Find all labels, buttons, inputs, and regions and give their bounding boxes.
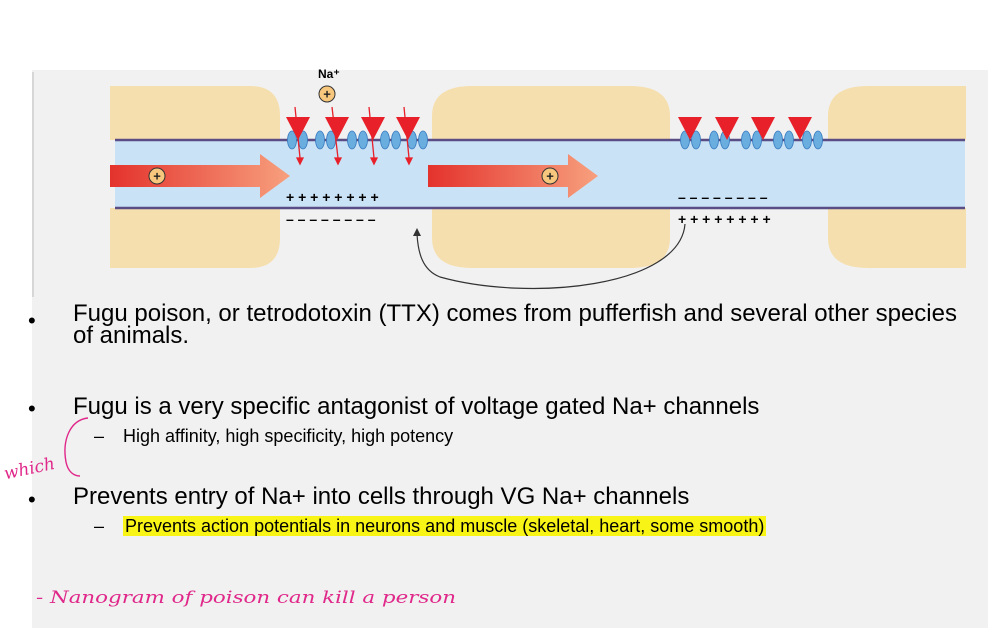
charges-node1-inside: + + + + + + + + bbox=[286, 189, 379, 205]
myelin-sheath-2-lower bbox=[432, 208, 670, 268]
bullet-1-text: Fugu poison, or tetrodotoxin (TTX) comes… bbox=[73, 300, 957, 349]
current-ion-1 bbox=[148, 167, 166, 185]
current-ion-1-plus: + bbox=[153, 169, 161, 184]
handwritten-which-text: which bbox=[2, 454, 56, 484]
myelin-sheath-3 bbox=[828, 86, 966, 140]
return-current-curve bbox=[416, 223, 686, 290]
ttx-markers-node-2 bbox=[678, 117, 812, 140]
myelin-sheath-1 bbox=[110, 86, 280, 140]
current-ion-2 bbox=[541, 167, 559, 185]
handwritten-which-annotation: which bbox=[2, 417, 89, 484]
current-ion-2-plus: + bbox=[546, 169, 554, 184]
bullet-3-sub-1: Prevents action potentials in neurons an… bbox=[123, 516, 767, 537]
charges-node1-outside: – – – – – – – – bbox=[286, 211, 376, 227]
highlighted-text: Prevents action potentials in neurons an… bbox=[123, 516, 767, 536]
handwritten-note: - Nanogram of poison can kill a person bbox=[36, 588, 456, 608]
current-arrow-1 bbox=[110, 154, 290, 198]
charges-node2-outside: + + + + + + + + bbox=[678, 211, 771, 227]
na-channels-node-1 bbox=[287, 130, 428, 150]
bullet-marker: • bbox=[28, 308, 36, 333]
bullet-marker: • bbox=[28, 487, 36, 512]
myelin-sheath-1-lower bbox=[110, 208, 280, 268]
sub-bullet-marker: – bbox=[94, 426, 105, 446]
myelin-sheath-2 bbox=[432, 86, 670, 140]
handwritten-note-text: - Nanogram of poison can kill a person bbox=[36, 588, 456, 608]
na-channels-node-2 bbox=[680, 130, 823, 150]
handwritten-bracket bbox=[64, 417, 89, 477]
saltatory-conduction-diagram: Na⁺ + + + + + + + + + + + – – – – – – – … bbox=[110, 67, 966, 290]
bullet-2-text: Fugu is a very specific antagonist of vo… bbox=[73, 393, 760, 420]
ttx-markers-node-1 bbox=[286, 117, 420, 140]
return-current-arrowhead bbox=[413, 228, 421, 236]
bullet-marker: • bbox=[28, 396, 36, 421]
na-influx-arrows bbox=[294, 106, 414, 166]
charges-node2-inside: – – – – – – – – bbox=[678, 189, 768, 205]
myelin-sheath-3-lower bbox=[828, 208, 966, 268]
bullet-3-text: Prevents entry of Na+ into cells through… bbox=[73, 483, 690, 510]
sub-bullet-marker: – bbox=[94, 516, 105, 536]
current-arrow-2 bbox=[428, 154, 598, 198]
bullet-2-sub-1: High affinity, high specificity, high po… bbox=[123, 426, 454, 446]
na-ion-label: Na⁺ bbox=[318, 67, 340, 81]
na-ion-plus: + bbox=[323, 87, 331, 102]
na-ion bbox=[318, 85, 336, 103]
slide-left-border bbox=[32, 72, 34, 297]
